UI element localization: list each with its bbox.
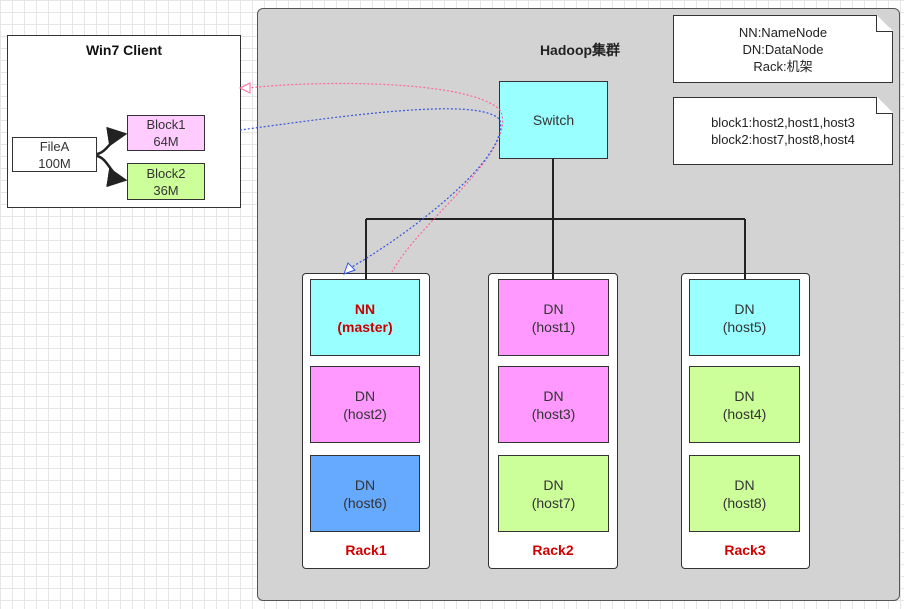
datanode-host4: DN (host4) [689, 366, 800, 443]
file-size: 100M [38, 155, 71, 171]
node-host: (host7) [531, 494, 576, 511]
client-title: Win7 Client [85, 42, 163, 58]
node-host: (host1) [531, 318, 576, 335]
node-host: (host2) [343, 405, 387, 422]
block2-name: Block2 [146, 165, 186, 181]
network-tree-lines [365, 159, 746, 279]
note-fold-icon [876, 97, 893, 114]
node-host: (host5) [722, 318, 767, 335]
datanode-host3: DN (host3) [498, 366, 609, 443]
legend-nn: NN:NameNode [738, 24, 828, 40]
block1-placement: block1:host2,host1,host3 [711, 115, 855, 130]
legend-note: NN:NameNode DN:DataNode Rack:机架 [673, 15, 893, 83]
namenode-arrowhead [343, 262, 356, 275]
datanode-host1: DN (host1) [498, 279, 609, 356]
block-placement-note: block1:host2,host1,host3 block2:host7,ho… [673, 97, 893, 165]
cluster-title: Hadoop集群 [539, 42, 621, 58]
node-type: DN [734, 300, 755, 317]
namenode-to-client-pink-dotted-arrow [247, 82, 503, 273]
block1-size: 64M [153, 134, 179, 149]
file-to-block1-arrow [96, 126, 128, 156]
node-host: (host8) [722, 494, 767, 511]
rack3-label: Rack3 [724, 542, 766, 558]
datanode-host6: DN (host6) [310, 455, 420, 532]
file-to-block2-arrow [96, 154, 128, 188]
node-host: (host6) [343, 494, 387, 511]
legend-dn: DN:DataNode [742, 41, 824, 57]
rack2-label: Rack2 [532, 542, 574, 558]
node-type: DN [543, 300, 564, 317]
rack1-label: Rack1 [345, 542, 387, 558]
datanode-host8: DN (host8) [689, 455, 800, 532]
file-a-box: FileA 100M [12, 137, 97, 172]
block2-box: Block2 36M [127, 163, 205, 200]
switch-label: Switch [532, 111, 575, 128]
file-name: FileA [39, 138, 70, 154]
datanode-host2: DN (host2) [310, 366, 420, 443]
block2-placement: block2:host7,host8,host4 [711, 132, 855, 147]
node-type: DN [734, 387, 755, 404]
block1-box: Block1 64M [127, 115, 205, 151]
node-type: DN [354, 387, 376, 404]
node-type: DN [543, 387, 564, 404]
node-type: DN [543, 476, 564, 493]
node-type: DN [734, 476, 755, 493]
legend-rack: Rack:机架 [753, 58, 813, 74]
switch-node: Switch [499, 81, 608, 159]
block1-name: Block1 [146, 117, 186, 132]
node-host: (host4) [722, 405, 767, 422]
node-host: (master) [337, 318, 393, 335]
note-fold-icon [876, 15, 893, 32]
block2-size: 36M [153, 182, 179, 198]
datanode-host7: DN (host7) [498, 455, 609, 532]
node-type: NN [354, 300, 376, 317]
namenode-master: NN (master) [310, 279, 420, 356]
node-host: (host3) [531, 405, 576, 422]
datanode-host5: DN (host5) [689, 279, 800, 356]
node-type: DN [354, 476, 376, 493]
client-arrowhead [238, 82, 251, 94]
